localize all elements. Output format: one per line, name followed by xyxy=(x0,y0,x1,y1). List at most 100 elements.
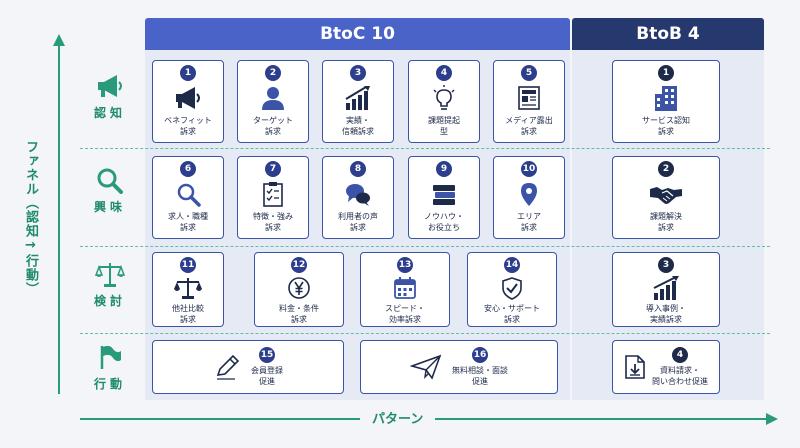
stage-label: 検討 xyxy=(93,294,126,308)
card-number: 6 xyxy=(180,161,196,177)
card-number: 7 xyxy=(265,161,281,177)
funnel-axis-label: ファネル（認知→行動） xyxy=(23,140,38,296)
pattern-arrow-head xyxy=(766,413,778,425)
shield-check-icon xyxy=(502,277,522,300)
card-number: 9 xyxy=(436,161,452,177)
checklist-icon xyxy=(263,182,283,207)
btoc-card-5: 5 メディア露出訴求 xyxy=(493,60,565,143)
card-number: 2 xyxy=(265,65,281,81)
building-icon xyxy=(655,86,677,111)
btoc-card-7: 7 特徴・強み訴求 xyxy=(237,156,309,239)
pattern-axis-label: パターン xyxy=(360,408,436,427)
card-number: 8 xyxy=(350,161,366,177)
stage-awareness: 認知 xyxy=(78,72,142,121)
card-label: ターゲット訴求 xyxy=(253,116,293,136)
card-label: 資料請求・問い合わせ促進 xyxy=(652,366,708,386)
newspaper-icon xyxy=(518,86,540,110)
scale-icon xyxy=(174,278,202,299)
btoc-card-15: 15 会員登録促進 xyxy=(152,340,344,394)
card-label: 利用者の声訴求 xyxy=(338,212,378,232)
btob-card-4: 4 資料請求・問い合わせ促進 xyxy=(612,340,720,394)
btob-card-2: 2 課題解決訴求 xyxy=(612,156,720,239)
card-label: 無料相談・面談促進 xyxy=(452,366,508,386)
paper-plane-icon xyxy=(410,354,442,380)
card-label: 課題解決訴求 xyxy=(650,212,682,232)
flag-icon xyxy=(100,345,121,369)
card-label: 求人・職種訴求 xyxy=(168,212,208,232)
card-number: 2 xyxy=(658,161,674,177)
btoc-card-10: 10 エリア訴求 xyxy=(493,156,565,239)
books-icon xyxy=(433,185,455,205)
card-number: 4 xyxy=(672,347,688,363)
btoc-card-3: 3 実績・信頼訴求 xyxy=(322,60,394,143)
card-number: 12 xyxy=(291,257,307,273)
person-icon xyxy=(262,87,284,110)
speech-bubbles-icon xyxy=(346,184,370,206)
document-download-icon xyxy=(625,355,645,379)
card-label: エリア訴求 xyxy=(517,212,541,232)
card-label: 料金・条件訴求 xyxy=(279,304,319,324)
stage-interest: 興味 xyxy=(78,166,142,215)
magnifier-icon xyxy=(177,183,201,207)
card-number: 4 xyxy=(436,65,452,81)
btoc-card-12: 12 料金・条件訴求 xyxy=(254,252,344,327)
card-label: 課題提起型 xyxy=(428,116,460,136)
btob-card-3: 3 導入事例・実績訴求 xyxy=(612,252,720,327)
card-number: 3 xyxy=(350,65,366,81)
growth-chart-icon xyxy=(653,276,679,300)
megaphone-icon xyxy=(98,75,122,97)
card-label: 特徴・強み訴求 xyxy=(253,212,293,232)
btoc-card-14: 14 安心・サポート訴求 xyxy=(467,252,557,327)
btoc-card-11: 11 他社比較訴求 xyxy=(152,252,224,327)
btoc-card-2: 2 ターゲット訴求 xyxy=(237,60,309,143)
card-label: スピード・効率訴求 xyxy=(385,304,425,324)
yen-icon xyxy=(288,277,310,299)
growth-chart-icon xyxy=(345,86,370,110)
card-label: サービス認知訴求 xyxy=(642,116,690,136)
btoc-card-1: 1 ベネフィット訴求 xyxy=(152,60,224,143)
card-label: ベネフィット訴求 xyxy=(164,116,212,136)
funnel-axis-line xyxy=(58,46,60,394)
btob-card-1: 1 サービス認知訴求 xyxy=(612,60,720,143)
card-number: 1 xyxy=(180,65,196,81)
btoc-card-6: 6 求人・職種訴求 xyxy=(152,156,224,239)
card-number: 3 xyxy=(658,257,674,273)
lightbulb-icon xyxy=(433,85,455,110)
card-number: 15 xyxy=(259,347,275,363)
card-label: 実績・信頼訴求 xyxy=(342,116,374,136)
pencil-icon xyxy=(216,354,240,380)
stage-label: 認知 xyxy=(93,106,126,120)
card-label: 導入事例・実績訴求 xyxy=(646,304,686,324)
row-divider xyxy=(80,333,770,334)
funnel-arrow-head xyxy=(53,34,65,46)
stage-label: 行動 xyxy=(93,377,126,391)
card-label: 他社比較訴求 xyxy=(172,304,204,324)
row-divider xyxy=(80,246,770,247)
card-number: 5 xyxy=(521,65,537,81)
btoc-card-9: 9 ノウハウ・お役立ち xyxy=(408,156,480,239)
megaphone-icon xyxy=(176,87,200,109)
card-number: 13 xyxy=(397,257,413,273)
card-label: ノウハウ・お役立ち xyxy=(424,212,464,232)
card-number: 14 xyxy=(504,257,520,273)
btoc-card-13: 13 スピード・効率訴求 xyxy=(360,252,450,327)
magnifier-icon xyxy=(97,168,123,194)
stage-action: 行動 xyxy=(78,343,142,392)
scale-icon xyxy=(95,263,125,287)
stage-consideration: 検討 xyxy=(78,260,142,309)
card-label: 安心・サポート訴求 xyxy=(484,304,540,324)
card-label: メディア露出訴求 xyxy=(505,116,553,136)
card-number: 16 xyxy=(472,347,488,363)
btob-header: BtoB 4 xyxy=(572,18,764,50)
stage-label: 興味 xyxy=(93,200,126,214)
btoc-card-8: 8 利用者の声訴求 xyxy=(322,156,394,239)
card-number: 11 xyxy=(180,257,196,273)
calendar-icon xyxy=(394,277,416,299)
card-number: 1 xyxy=(658,65,674,81)
btoc-card-16: 16 無料相談・面談促進 xyxy=(360,340,558,394)
handshake-icon xyxy=(650,187,682,204)
card-label: 会員登録促進 xyxy=(251,366,283,386)
btoc-card-4: 4 課題提起型 xyxy=(408,60,480,143)
btoc-header: BtoC 10 xyxy=(145,18,570,50)
map-pin-icon xyxy=(521,183,537,206)
